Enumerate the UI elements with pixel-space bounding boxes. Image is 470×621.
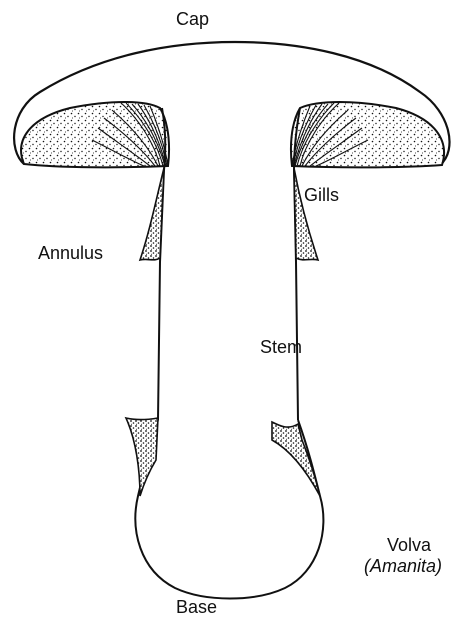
- annulus-right: [294, 168, 318, 260]
- volva-genus-label: (Amanita): [364, 557, 442, 575]
- volva-right-flap: [272, 422, 320, 496]
- volva-left-flap: [126, 418, 158, 496]
- base-label: Base: [176, 598, 217, 616]
- cap-label: Cap: [176, 10, 209, 28]
- annulus-left: [140, 168, 164, 260]
- annulus-label: Annulus: [38, 244, 103, 262]
- gills-label: Gills: [304, 186, 339, 204]
- volva-label-group: Volva (Amanita): [376, 536, 442, 575]
- volva-label: Volva: [387, 535, 431, 555]
- stem-label: Stem: [260, 338, 302, 356]
- right-gill-underside: [291, 102, 444, 167]
